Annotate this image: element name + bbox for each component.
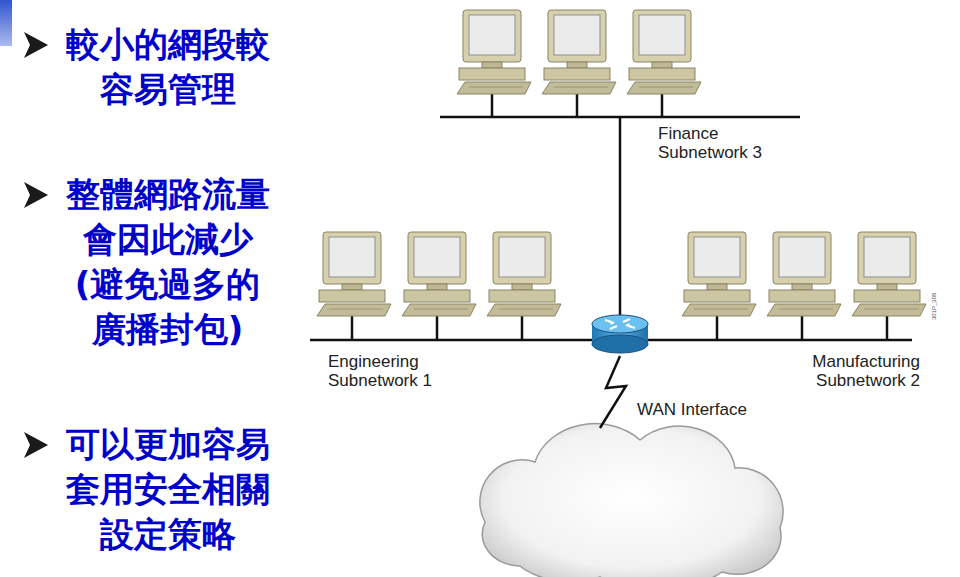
figure-code: 301P_308 [931,293,938,320]
router [592,315,648,353]
wan-cloud [480,424,783,577]
interface-label: WAN Interface [637,400,777,419]
bus-lines [310,94,912,340]
subnet-label: Manufacturing Subnetwork 2 [786,352,920,390]
bullet-point: 整體網路流量 會因此減少 (避免過多的 廣播封包) [55,172,280,352]
bullet-arrows [24,32,48,458]
subnet-label: Engineering Subnetwork 1 [328,352,458,390]
computers [317,10,926,316]
corner-bar [0,0,12,46]
wan-link [600,356,626,428]
subnet-label: Finance Subnetwork 3 [658,124,783,162]
bullet-point: 較小的網段較 容易管理 [55,22,280,112]
bullet-point: 可以更加容易 套用安全相關 設定策略 [55,422,280,557]
